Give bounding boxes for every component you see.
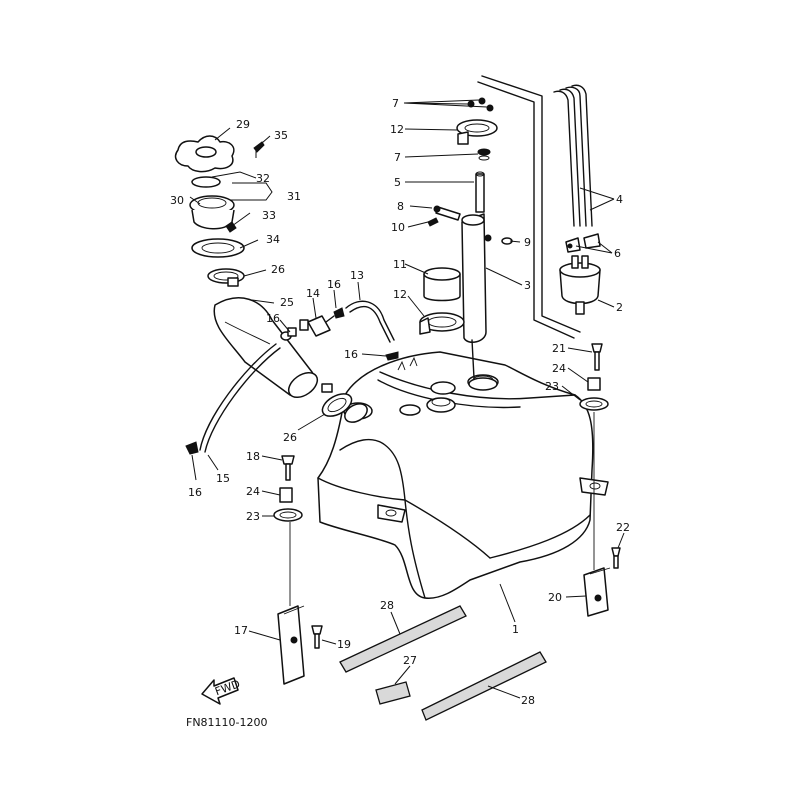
callout-28-upper: 28 (380, 599, 394, 612)
pipe-joints (565, 233, 601, 253)
callout-25: 25 (280, 296, 294, 309)
pad-small (375, 681, 411, 705)
callout-28-lower: 28 (521, 694, 535, 707)
damper-pads (339, 605, 547, 721)
callout-29: 29 (236, 118, 250, 131)
fuel-hose-loop (477, 75, 581, 339)
callout-26-upper: 26 (271, 263, 285, 276)
fuel-filter (559, 255, 601, 315)
bolt-and-grommets (427, 205, 513, 245)
callout-labels: 29 35 32 30 31 33 34 26 25 16 14 16 13 1… (170, 97, 630, 707)
pad-lower (421, 651, 547, 721)
callout-11: 11 (393, 258, 407, 271)
hose-clamp-lower (321, 383, 353, 417)
callout-9: 9 (524, 236, 531, 249)
callout-5: 5 (394, 176, 401, 189)
callout-13: 13 (350, 269, 364, 282)
callout-32: 32 (256, 172, 270, 185)
callout-34: 34 (266, 233, 280, 246)
callout-7-upper: 7 (392, 97, 399, 110)
callout-6: 6 (614, 247, 621, 260)
tank-bottom-rings (426, 397, 456, 413)
pipe (475, 173, 485, 213)
fwd-label: FWD (213, 677, 242, 698)
fuel-level-tube (461, 171, 498, 391)
callout-15: 15 (216, 472, 230, 485)
callout-16-c: 16 (344, 348, 358, 361)
callout-18: 18 (246, 450, 260, 463)
callout-30: 30 (170, 194, 184, 207)
callout-23-right: 23 (545, 380, 559, 393)
callout-17: 17 (234, 624, 248, 637)
callout-12-lower: 12 (393, 288, 407, 301)
hose-joint (307, 315, 331, 337)
filler-gasket (191, 238, 245, 258)
callout-8: 8 (397, 200, 404, 213)
callout-7-lower: 7 (394, 151, 401, 164)
breather-hoses (185, 300, 399, 455)
fuel-pipes (553, 84, 593, 227)
callout-10: 10 (391, 221, 405, 234)
callout-21: 21 (552, 342, 566, 355)
callout-35: 35 (274, 129, 288, 142)
upper-hose-clamps (456, 97, 498, 161)
callout-16-b: 16 (327, 278, 341, 291)
callout-26-lower: 26 (283, 431, 297, 444)
filler-connector-ring (344, 403, 368, 423)
right-mount-hardware (579, 343, 621, 617)
cap-gasket (191, 176, 221, 188)
callout-4: 4 (616, 193, 623, 206)
callout-14: 14 (306, 287, 320, 300)
callout-24-right: 24 (552, 362, 566, 375)
callout-1: 1 (512, 623, 519, 636)
callout-31: 31 (287, 190, 301, 203)
callout-27: 27 (403, 654, 417, 667)
callout-3: 3 (524, 279, 531, 292)
callout-22: 22 (616, 521, 630, 534)
callout-33: 33 (262, 209, 276, 222)
fwd-direction-marker: FWD (201, 677, 242, 705)
fuel-tank (317, 351, 609, 599)
figure-code: FN81110-1200 (186, 716, 268, 729)
leader-lines (189, 99, 625, 699)
fuel-cap-assembly (174, 135, 265, 258)
filler-hose (207, 268, 319, 399)
callout-20: 20 (548, 591, 562, 604)
left-mount-hardware (273, 455, 323, 685)
pad-upper (339, 605, 467, 673)
callout-16-a: 16 (266, 312, 280, 325)
callout-24-left: 24 (246, 485, 260, 498)
callout-12-upper: 12 (390, 123, 404, 136)
callout-2: 2 (616, 301, 623, 314)
callout-23-left: 23 (246, 510, 260, 523)
callout-19: 19 (337, 638, 351, 651)
pump-cap (419, 267, 465, 335)
callout-16-d: 16 (188, 486, 202, 499)
